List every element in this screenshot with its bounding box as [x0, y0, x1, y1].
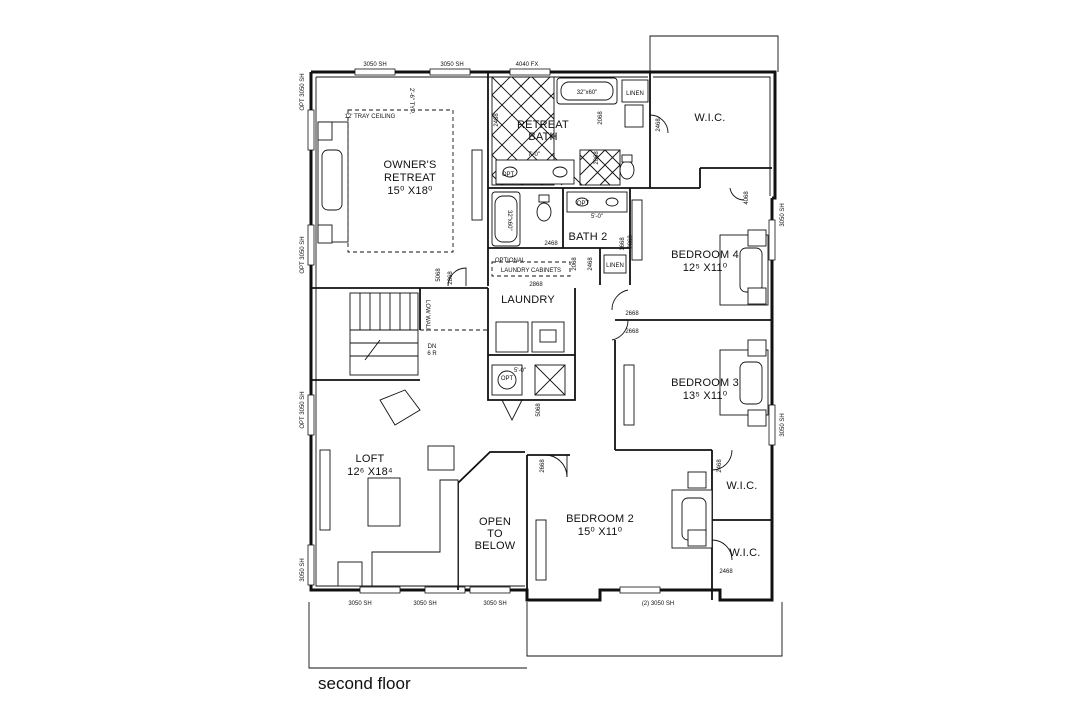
dim-2468-d: 2468 [656, 118, 662, 132]
room-bath-2: BATH 2 [569, 231, 608, 243]
room-owners-retreat-size: 15⁰ X18⁰ [387, 185, 433, 197]
note-opt-1: OPT [502, 172, 515, 178]
note-linen-2: LINEN [606, 263, 624, 269]
dim-2468-f: 2468 [719, 569, 733, 575]
dim-bot-3: 3050 SH [483, 601, 506, 607]
note-opt-3: OPT [501, 376, 514, 382]
room-loft: LOFT [356, 453, 385, 465]
dim-2468-b: 2468 [544, 241, 558, 247]
room-open-to-below-2: TO [487, 528, 503, 540]
furniture [317, 121, 769, 587]
note-typ: 2'-6" TYP. [408, 88, 414, 114]
room-bedroom-3-size: 13⁵ X11⁰ [683, 390, 728, 402]
dim-left-1: OPT 3050 SH [300, 73, 306, 110]
stair [349, 292, 419, 376]
dim-right-2: 3050 SH [780, 413, 786, 436]
dim-2068-b: 2068 [594, 151, 600, 165]
note-tub-1: 32"x60" [577, 90, 598, 96]
dim-2068-d: 2068 [628, 235, 634, 249]
dim-bot-1: 3050 SH [348, 601, 371, 607]
note-seven: 7'-0" [528, 152, 540, 158]
room-bedroom-4: BEDROOM 4 [671, 249, 739, 261]
dim-2868-b: 2868 [529, 282, 543, 288]
dim-top-1: 3050 SH [363, 62, 386, 68]
dim-2868-a: 2868 [448, 271, 454, 285]
dim-top-2: 3050 SH [440, 62, 463, 68]
note-tray-ceiling: 12' TRAY CEILING [345, 114, 396, 120]
note-dn: DN [428, 344, 437, 350]
room-bedroom-4-size: 12⁵ X11⁰ [683, 262, 728, 274]
dim-bot-2: 3050 SH [413, 601, 436, 607]
room-wic-b2b: W.I.C. [729, 547, 760, 559]
note-6r: 6 R [427, 351, 437, 357]
dim-5068-a: 5068 [436, 268, 442, 282]
dim-bot-4: (2) 3050 SH [642, 601, 674, 607]
interior-walls [311, 72, 772, 600]
exterior-outlines [308, 35, 783, 669]
note-linen-1: LINEN [626, 91, 644, 97]
room-wic-top: W.I.C. [694, 112, 725, 124]
dim-5068-b: 5068 [536, 403, 542, 417]
doors [447, 114, 745, 561]
dim-2668-c: 2668 [540, 459, 546, 473]
room-open-to-below: OPEN [479, 516, 511, 528]
windows [307, 68, 776, 594]
note-opt-2: OPT [577, 201, 590, 207]
note-shower-1: 5'-0" [591, 214, 603, 220]
note-laundry-cabinets: LAUNDRY CABINETS [501, 268, 561, 274]
dim-2468-e: 2468 [717, 459, 723, 473]
dim-left-2: OPT 3050 SH [300, 236, 306, 273]
room-bedroom-3: BEDROOM 3 [671, 377, 739, 389]
dim-1668: 1668 [620, 237, 626, 251]
dim-2668-a: 2668 [625, 311, 639, 317]
room-retreat-bath-2: BATH [528, 131, 557, 143]
note-low-wall: LOW WALL [424, 300, 430, 332]
note-tub-2: 32"x60" [506, 210, 512, 231]
dim-top-3: 4040 FX [516, 62, 539, 68]
dim-2068-c: 2068 [572, 257, 578, 271]
page-title: second floor [318, 674, 411, 693]
laundry-cabinets-outline [491, 261, 571, 277]
room-owners-retreat-2: RETREAT [384, 172, 436, 184]
dim-2068-a: 2068 [598, 111, 604, 125]
note-shower-2: 5'-0" [514, 368, 526, 374]
dim-2468-c: 2468 [588, 257, 594, 271]
dim-2468-a: 2468 [494, 113, 500, 127]
room-laundry: LAUNDRY [501, 294, 555, 306]
dim-left-3: OPT 3050 SH [300, 391, 306, 428]
room-wic-b2a: W.I.C. [726, 480, 757, 492]
note-optional: OPTIONAL [495, 258, 526, 264]
dim-4068: 4068 [744, 191, 750, 205]
dim-2668-b: 2668 [625, 329, 639, 335]
room-owners-retreat: OWNER'S [383, 159, 436, 171]
room-loft-size: 12⁶ X18⁴ [347, 466, 393, 478]
room-bedroom-2-size: 15⁰ X11⁰ [578, 526, 623, 538]
bath-fixtures [491, 77, 649, 396]
room-retreat-bath: RETREAT [517, 119, 569, 131]
dim-left-4: 3050 SH [300, 558, 306, 581]
room-bedroom-2: BEDROOM 2 [566, 513, 634, 525]
dim-right-1: 3050 SH [780, 203, 786, 226]
room-open-to-below-3: BELOW [475, 540, 516, 552]
